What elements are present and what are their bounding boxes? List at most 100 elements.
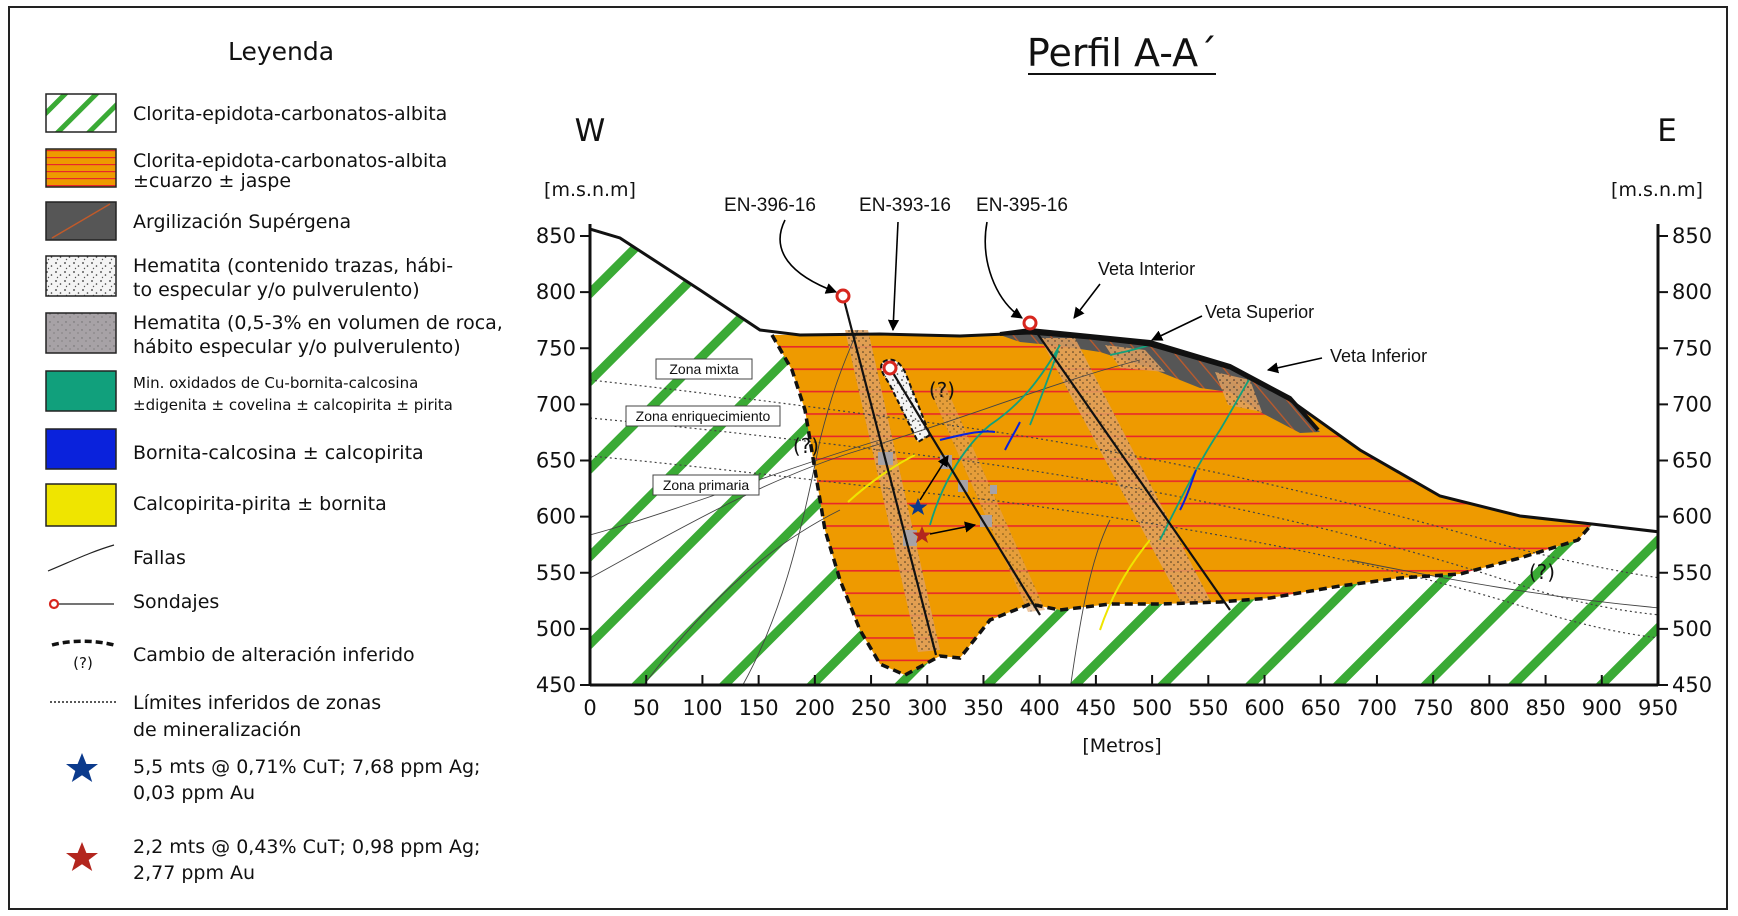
legend-swatch-hematite-trace: [45, 255, 117, 297]
legend-label: Calcopirita-pirita ± bornita: [133, 493, 387, 515]
legend-symbol-uncertain: (?): [73, 654, 93, 672]
x-unit-label: [Metros]: [1082, 735, 1161, 757]
legend-label: Min. oxidados de Cu-bornita-calcosina: [133, 374, 418, 392]
x-tick-label: 550: [1188, 696, 1228, 720]
legend-swatch-chlorite-quartz: [45, 148, 117, 188]
x-tick-label: 700: [1357, 696, 1397, 720]
drillhole-en-395-16: [1029, 322, 1231, 611]
fault: [643, 509, 841, 685]
legend-swatch-hematite-volume: [45, 312, 117, 354]
legend-title: Leyenda: [228, 37, 334, 66]
legend-label: Bornita-calcosina ± calcopirita: [133, 442, 424, 464]
y-unit-left: [m.s.n.m]: [544, 179, 636, 201]
x-tick-label: 450: [1076, 696, 1116, 720]
cu-oxide-veinlet: [929, 344, 1061, 526]
x-tick-label: 950: [1638, 696, 1678, 720]
legend-label: ±cuarzo ± jaspe: [133, 170, 291, 192]
x-tick-label: 850: [1526, 696, 1566, 720]
y-tick-label-right: 500: [1672, 617, 1712, 641]
hematite-band: [930, 385, 1045, 612]
y-tick-label-right: 550: [1672, 561, 1712, 585]
x-tick-label: 300: [907, 696, 947, 720]
cu-oxide-veinlet: [1159, 377, 1251, 541]
legend-label: 2,77 ppm Au: [133, 862, 255, 884]
y-tick-label-right: 850: [1672, 224, 1712, 248]
drillhole-collar-en-393-16: [882, 360, 898, 376]
profile: Perfil A-A´ W E [m.s.n.m] [m.s.n.m]: [536, 31, 1712, 757]
zone-label: Zona primaria: [663, 477, 750, 493]
y-tick-label-right: 800: [1672, 280, 1712, 304]
callout-arrow: [1150, 315, 1203, 341]
callout-arrow: [779, 219, 838, 294]
y-tick-label-right: 600: [1672, 505, 1712, 529]
legend-label: to especular y/o pulverulento): [133, 279, 420, 301]
drillhole-en-396-16: [841, 295, 938, 656]
fault: [590, 359, 1141, 579]
legend-label: 5,5 mts @ 0,71% CuT; 7,68 ppm Ag;: [133, 756, 480, 778]
y-tick-label-left: 600: [536, 505, 576, 529]
legend: Leyenda Clorita-epidota-carbonatos-albit…: [45, 37, 503, 884]
x-tick-label: 350: [963, 696, 1003, 720]
x-tick-label: 200: [795, 696, 835, 720]
fault: [742, 329, 859, 685]
legend-swatch-bornite: [45, 428, 117, 470]
y-tick-label-left: 700: [536, 392, 576, 416]
legend-label: 0,03 ppm Au: [133, 782, 255, 804]
zone-label-box: [652, 474, 760, 496]
west-label: W: [575, 113, 606, 149]
assay-star-blue-icon: [908, 498, 928, 515]
y-tick-label-right: 700: [1672, 392, 1712, 416]
cross-section-geology: [590, 227, 1658, 685]
hematite-chip: [958, 480, 968, 492]
legend-swatch-chalcopyrite: [45, 483, 117, 527]
legend-label: Clorita-epidota-carbonatos-albita: [133, 103, 447, 125]
drillhole-label: EN-395-16: [976, 195, 1068, 216]
x-tick-label: 400: [1020, 696, 1060, 720]
callout-arrow: [1073, 283, 1101, 319]
x-tick-label: 600: [1244, 696, 1284, 720]
y-tick-label-right: 650: [1672, 449, 1712, 473]
legend-label: Límites inferidos de zonas: [133, 692, 381, 714]
legend-label: 2,2 mts @ 0,43% CuT; 0,98 ppm Ag;: [133, 836, 480, 858]
zone-label: Zona mixta: [669, 361, 738, 377]
x-tick-label: 250: [851, 696, 891, 720]
drillhole-collar-en-395-16: [1022, 315, 1038, 331]
y-tick-label-right: 450: [1672, 673, 1712, 697]
legend-label: hábito especular y/o pulverulento): [133, 336, 461, 358]
drillhole-collar-en-396-16: [835, 288, 851, 304]
bornite-veinlet: [1179, 469, 1197, 511]
zone-limit: [590, 455, 1658, 639]
fault: [1349, 559, 1658, 609]
legend-label: Hematita (0,5-3% en volumen de roca,: [133, 312, 503, 334]
legend-label: de mineralización: [133, 719, 301, 741]
legend-swatch-argillic-line: [51, 203, 111, 239]
x-tick-label: 100: [682, 696, 722, 720]
east-label: E: [1657, 113, 1677, 149]
x-tick-label: 750: [1413, 696, 1453, 720]
x-tick-label: 800: [1469, 696, 1509, 720]
legend-label: Fallas: [133, 547, 186, 569]
chalcopyrite-veinlet: [847, 454, 916, 503]
inferred-alteration-boundary: [770, 334, 1594, 677]
drillhole-label: EN-393-16: [859, 195, 951, 216]
callout-arrow: [984, 221, 1023, 319]
chalcopyrite-veinlet: [1099, 539, 1151, 631]
y-tick-label-left: 650: [536, 449, 576, 473]
uncertain-mark: (?): [793, 434, 819, 458]
vein-label: Veta Interior: [1098, 259, 1195, 279]
hematite-band: [1040, 338, 1210, 604]
vein-label: Veta Inferior: [1330, 346, 1427, 366]
legend-label: Clorita-epidota-carbonatos-albita: [133, 150, 447, 172]
hematite-chip: [990, 485, 997, 494]
legend-swatch-cu-oxide: [45, 370, 117, 412]
cu-oxide-veinlet: [1029, 349, 1059, 426]
vein-label: Veta Superior: [1205, 302, 1314, 322]
uncertain-mark: (?): [929, 378, 955, 402]
legend-symbol-inferred-alteration: [51, 639, 115, 647]
x-tick-label: 150: [739, 696, 779, 720]
legend-star-blue-icon: [66, 753, 98, 782]
y-tick-label-left: 550: [536, 561, 576, 585]
y-tick-label-left: 750: [536, 336, 576, 360]
drillhole-en-393-16: [889, 367, 1041, 616]
